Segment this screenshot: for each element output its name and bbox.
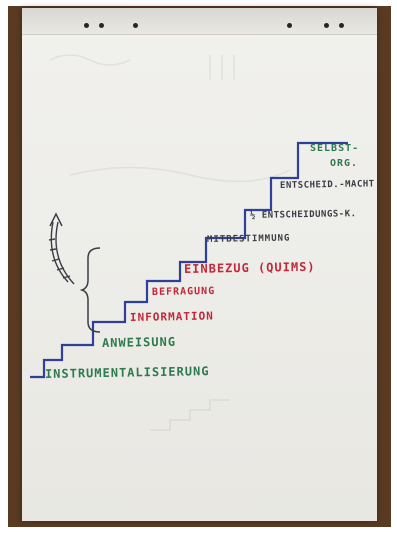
staircase-line (30, 141, 348, 379)
curved-arrow-icon (48, 212, 75, 285)
step-label-mitbestimmung: MITBESTIMMUNG (206, 233, 291, 245)
step-label-instrumentalisierung: INSTRUMENTALISIERUNG (44, 364, 210, 381)
curly-brace-icon (79, 247, 101, 333)
binding-hole (133, 23, 138, 28)
step-label-einbezug: EINBEZUG (QUIMS) (183, 259, 316, 276)
flipchart-paper (22, 8, 377, 521)
step-label-org: ORG. (330, 158, 359, 169)
step-label-befragung: BEFRAGUNG (151, 285, 216, 298)
show-through-marks (49, 54, 291, 431)
step-label-selbst: SELBST- (310, 143, 360, 154)
step-label-anweisung: ANWEISUNG (101, 334, 177, 350)
step-label-entscheidungsmacht: ENTSCHEID.-MACHT (279, 179, 375, 191)
binding-hole (339, 23, 344, 28)
binding-hole (324, 23, 329, 28)
binding-hole (99, 23, 104, 28)
binding-hole (84, 23, 89, 28)
binding-hole (287, 23, 292, 28)
step-label-information: INFORMATION (129, 309, 214, 324)
step-label-entscheidungs-kompetenz: ½ ENTSCHEIDUNGS-K. (249, 209, 357, 221)
binding-strip (22, 8, 377, 35)
